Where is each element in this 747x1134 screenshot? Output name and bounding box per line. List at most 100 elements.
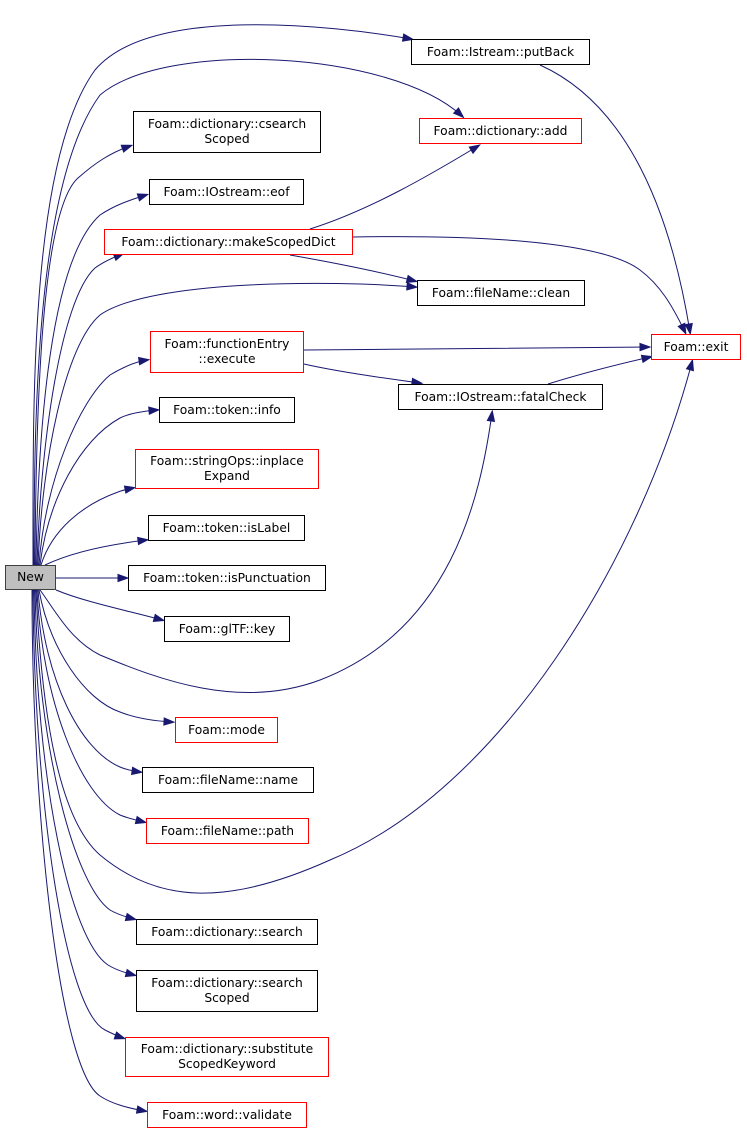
edge-new-to-dictionary-searchscoped xyxy=(33,589,135,976)
arrowhead-dictionary-search xyxy=(124,912,138,922)
edge-new-to-gltf-key xyxy=(55,589,163,621)
node-label-line: Foam::fileName::path xyxy=(160,823,295,838)
node-label-line: Foam::mode xyxy=(188,722,265,737)
node-iostream-fatalcheck[interactable]: Foam::IOstream::fatalCheck xyxy=(398,384,603,410)
node-filename-name[interactable]: Foam::fileName::name xyxy=(142,767,314,793)
edge-iostream-fatalcheck-to-exit xyxy=(547,356,651,385)
node-label-line: Foam::stringOps::inplace xyxy=(150,454,304,468)
edge-dictionary-makescopeddict-to-filename-clean xyxy=(289,254,416,282)
arrowhead-gltf-key xyxy=(152,613,166,622)
arrowhead-token-ispunctuation xyxy=(117,573,130,583)
node-label-line: Expand xyxy=(204,469,250,483)
node-label-line: Foam::token::isPunctuation xyxy=(143,570,311,585)
arrowhead-iostream-eof xyxy=(136,193,150,202)
arrowhead-exit xyxy=(677,322,687,336)
node-token-ispunctuation[interactable]: Foam::token::isPunctuation xyxy=(128,565,326,591)
node-istream-putback[interactable]: Foam::Istream::putBack xyxy=(411,39,590,65)
edge-dictionary-makescopeddict-to-dictionary-add xyxy=(309,145,479,230)
node-label-line: Foam::dictionary::search xyxy=(151,924,303,939)
edge-istream-putback-to-exit xyxy=(539,64,691,333)
edge-new-to-iostream-fatalcheck xyxy=(39,412,493,694)
edge-functionentry-execute-to-exit xyxy=(303,346,649,351)
node-word-validate[interactable]: Foam::word::validate xyxy=(147,1102,307,1128)
arrowhead-dictionary-searchscoped xyxy=(124,968,138,978)
arrowhead-word-validate xyxy=(135,1105,149,1114)
node-label-line: Foam::word::validate xyxy=(162,1107,292,1122)
edge-new-to-dictionary-add xyxy=(33,58,463,566)
edge-new-to-token-info xyxy=(39,409,158,566)
arrowhead-dictionary-csearchscoped xyxy=(120,144,134,153)
node-label-line: Foam::dictionary::csearch xyxy=(147,117,307,131)
node-gltf-key[interactable]: Foam::glTF::key xyxy=(164,616,290,642)
node-label-line: Foam::dictionary::makeScopedDict xyxy=(121,234,336,249)
node-label-line: Foam::Istream::putBack xyxy=(426,44,575,59)
node-label-line: Foam::IOstream::eof xyxy=(163,184,290,199)
edge-new-to-dictionary-substitutescopedkeyword xyxy=(32,589,124,1039)
node-token-islabel[interactable]: Foam::token::isLabel xyxy=(148,515,305,541)
arrowhead-iostream-fatalcheck xyxy=(486,409,496,423)
edge-new-to-dictionary-csearchscoped xyxy=(34,145,131,566)
edge-new-to-dictionary-search xyxy=(34,589,135,920)
arrowhead-dictionary-add xyxy=(452,107,465,119)
node-iostream-eof[interactable]: Foam::IOstream::eof xyxy=(149,179,304,205)
edge-new-to-mode xyxy=(38,589,173,723)
edge-new-to-word-validate xyxy=(31,589,146,1112)
node-exit[interactable]: Foam::exit xyxy=(651,334,741,360)
node-filename-path[interactable]: Foam::fileName::path xyxy=(146,818,309,844)
node-dictionary-add[interactable]: Foam::dictionary::add xyxy=(419,118,582,144)
edge-new-to-iostream-eof xyxy=(35,194,147,566)
edge-new-to-dictionary-makescopeddict xyxy=(36,253,123,566)
edge-new-to-functionentry-execute xyxy=(38,359,148,566)
arrowhead-dictionary-add xyxy=(468,144,481,155)
node-label-line: Foam::dictionary::add xyxy=(433,123,568,138)
arrowhead-mode xyxy=(163,717,176,726)
arrowhead-istream-putback xyxy=(401,33,415,42)
node-label-line: Scoped xyxy=(204,991,250,1005)
node-label-line: Foam::functionEntry xyxy=(164,337,290,351)
arrowhead-exit xyxy=(685,358,695,372)
node-functionentry-execute[interactable]: Foam::functionEntry::execute xyxy=(150,331,304,373)
node-label-line: Foam::token::info xyxy=(173,402,281,417)
edge-new-to-filename-name xyxy=(37,589,141,773)
arrowhead-stringops-inplaceexpand xyxy=(123,485,137,494)
node-mode[interactable]: Foam::mode xyxy=(175,717,278,743)
arrowhead-token-info xyxy=(148,406,161,416)
edge-dictionary-makescopeddict-to-exit xyxy=(352,236,686,333)
root-node-label: New xyxy=(17,570,44,584)
edge-new-to-filename-clean xyxy=(37,282,416,566)
arrowhead-functionentry-execute xyxy=(137,356,151,366)
arrowhead-filename-name xyxy=(130,766,144,776)
node-label-line: Foam::dictionary::search xyxy=(151,976,303,990)
node-label-line: ::execute xyxy=(198,352,256,366)
node-dictionary-search[interactable]: Foam::dictionary::search xyxy=(136,919,318,945)
node-label-line: Foam::exit xyxy=(663,339,729,354)
node-label-line: Foam::fileName::name xyxy=(157,772,299,787)
arrowhead-dictionary-substitutescopedkeyword xyxy=(113,1031,127,1040)
edge-new-to-exit xyxy=(35,361,693,894)
arrowhead-filename-path xyxy=(134,815,148,825)
arrowhead-exit xyxy=(684,322,693,336)
arrowhead-token-islabel xyxy=(137,536,150,546)
root-node-new: New xyxy=(5,565,56,590)
node-label-line: Scoped xyxy=(204,132,250,146)
arrowhead-exit xyxy=(640,354,654,364)
arrowhead-exit xyxy=(639,342,652,352)
node-label-line: Foam::dictionary::substitute xyxy=(140,1042,314,1056)
node-token-info[interactable]: Foam::token::info xyxy=(159,397,295,423)
node-label-line: Foam::token::isLabel xyxy=(162,520,291,535)
node-dictionary-makescopeddict[interactable]: Foam::dictionary::makeScopedDict xyxy=(104,229,353,255)
node-label-line: Foam::IOstream::fatalCheck xyxy=(414,389,587,404)
arrowhead-filename-clean xyxy=(406,282,419,291)
node-label-line: Foam::glTF::key xyxy=(178,621,276,636)
node-label-line: ScopedKeyword xyxy=(178,1057,276,1071)
arrowhead-filename-clean xyxy=(405,274,419,284)
node-filename-clean[interactable]: Foam::fileName::clean xyxy=(417,280,585,306)
edge-new-to-filename-path xyxy=(36,589,145,823)
edge-functionentry-execute-to-iostream-fatalcheck xyxy=(303,363,421,384)
